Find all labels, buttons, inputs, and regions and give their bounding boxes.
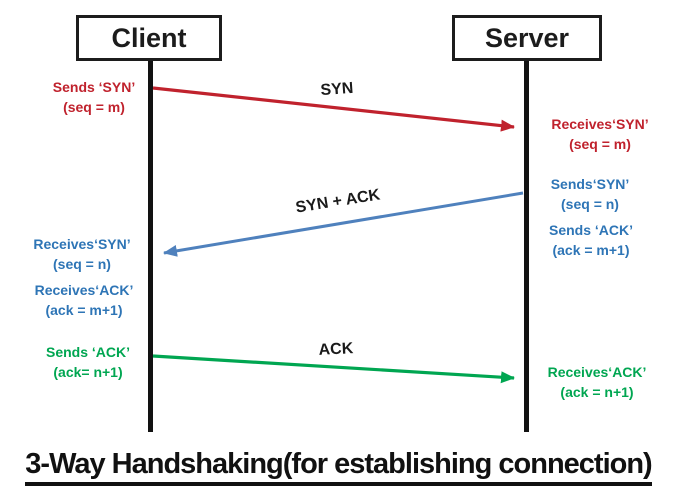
annotation-line: Receives‘SYN’ <box>33 236 131 252</box>
client-lifeline <box>148 61 153 432</box>
annotation-line: (seq = n) <box>561 196 619 212</box>
annotation-line: Sends ‘SYN’ <box>52 79 136 95</box>
message-label-ack: ACK <box>318 340 354 359</box>
annotation-client-sends-syn: Sends ‘SYN’ (seq = m) <box>53 77 135 117</box>
annotation-server-receives-ack: Receives‘ACK’ (ack = n+1) <box>548 362 647 402</box>
annotation-line: (seq = m) <box>63 99 125 115</box>
message-label-syn: SYN <box>319 79 354 100</box>
arrow-ack <box>152 354 515 384</box>
server-lifeline <box>524 61 529 432</box>
annotation-client-receives-ack: Receives‘ACK’ (ack = m+1) <box>35 280 134 320</box>
annotation-line: Sends ‘ACK’ <box>548 222 634 238</box>
actor-server-label: Server <box>484 22 570 53</box>
annotation-line: Receives‘ACK’ <box>547 364 647 380</box>
annotation-line: (ack = m+1) <box>552 242 630 258</box>
annotation-line: Sends‘SYN’ <box>550 176 630 192</box>
diagram-title: 3-Way Handshaking(for establishing conne… <box>0 448 677 486</box>
annotation-line: (seq = m) <box>569 136 631 152</box>
annotation-client-sends-ack: Sends ‘ACK’ (ack= n+1) <box>46 342 130 382</box>
annotation-server-sends-syn: Sends‘SYN’ (seq = n) <box>551 174 630 214</box>
annotation-line: (ack = m+1) <box>45 302 123 318</box>
annotation-server-receives-syn: Receives‘SYN’ (seq = m) <box>551 114 648 154</box>
actor-client-label: Client <box>111 22 187 53</box>
annotation-line: Sends ‘ACK’ <box>45 344 131 360</box>
annotation-line: (seq = n) <box>53 256 111 272</box>
annotation-server-sends-ack: Sends ‘ACK’ (ack = m+1) <box>549 220 633 260</box>
annotation-line: (ack= n+1) <box>53 364 123 380</box>
arrow-syn-ack <box>163 191 524 257</box>
annotation-line: (ack = n+1) <box>560 384 634 400</box>
annotation-line: Receives‘SYN’ <box>551 116 649 132</box>
annotation-client-receives-syn: Receives‘SYN’ (seq = n) <box>33 234 130 274</box>
actor-box-client: Client <box>76 15 222 61</box>
annotation-line: Receives‘ACK’ <box>34 282 134 298</box>
diagram-title-text: 3-Way Handshaking(for establishing conne… <box>25 448 653 486</box>
arrow-syn <box>152 86 515 132</box>
actor-box-server: Server <box>452 15 602 61</box>
